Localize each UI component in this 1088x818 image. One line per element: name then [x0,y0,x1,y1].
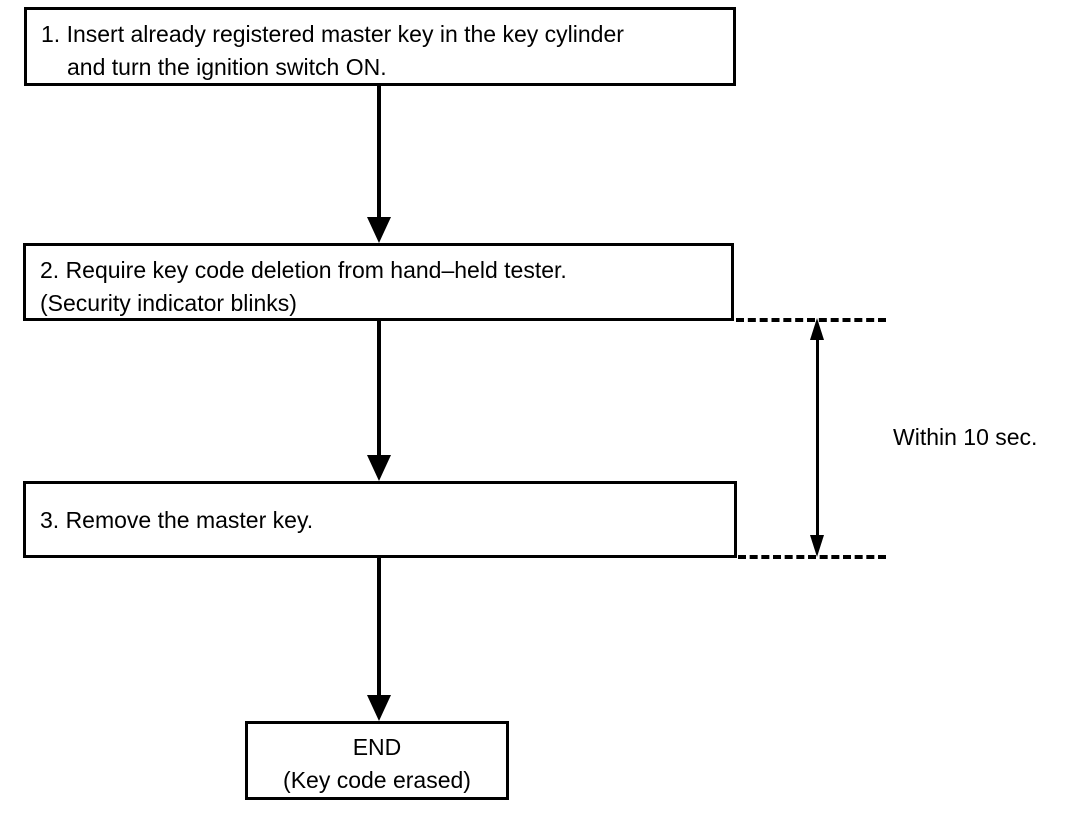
arrow-head-down-icon [367,695,391,721]
process-box-step-2: 2. Require key code deletion from hand–h… [23,243,734,321]
arrow-shaft [377,558,381,697]
end-text-line-1: END [352,734,402,760]
arrow-shaft [816,332,819,544]
end-text-line-2: (Key code erased) [283,767,471,793]
step-3-text-line-1: 3. Remove the master key. [40,507,314,533]
flow-arrow-step3-to-end [367,558,391,721]
step-1-text-line-1: 1. Insert already registered master key … [41,21,624,47]
arrow-shaft [377,86,381,219]
step-2-text-line-2: (Security indicator blinks) [40,290,297,316]
arrow-head-down-icon [367,217,391,243]
timing-annotation-label: Within 10 sec. [893,424,1038,450]
process-box-step-3: 3. Remove the master key. [23,481,737,558]
step-1-text-line-2: and turn the ignition switch ON. [67,54,387,80]
arrow-head-down-icon [367,455,391,481]
terminator-box-end: END (Key code erased) [245,721,509,800]
arrow-head-down-icon [810,535,824,557]
step-2-text-line-1: 2. Require key code deletion from hand–h… [40,257,567,283]
timing-dashed-line-bottom [738,555,886,559]
flow-arrow-step2-to-step3 [367,321,391,481]
timing-double-headed-arrow-icon [806,318,830,557]
arrow-shaft [377,321,381,457]
flow-arrow-step1-to-step2 [367,86,391,243]
arrow-head-up-icon [810,318,824,340]
process-box-step-1: 1. Insert already registered master key … [24,7,736,86]
